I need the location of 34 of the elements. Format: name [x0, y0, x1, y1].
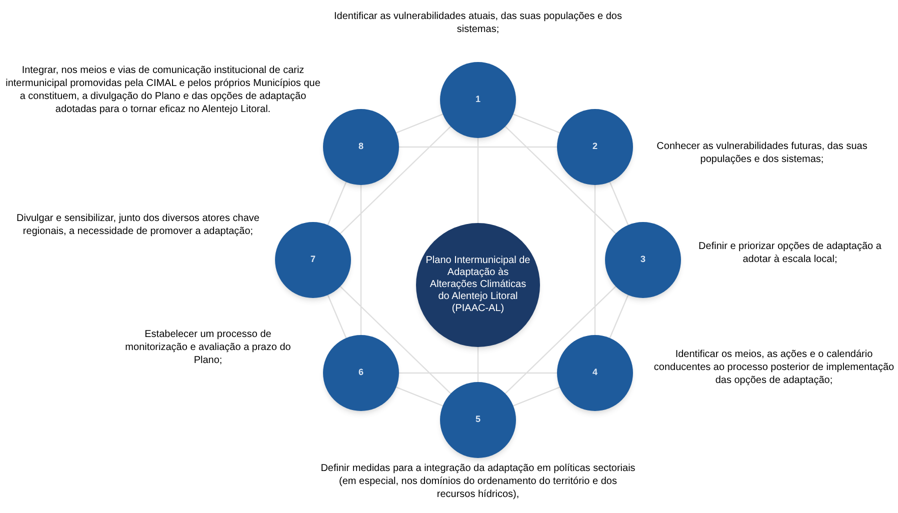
step-number: 8	[358, 140, 364, 154]
step-number: 2	[592, 140, 598, 154]
connector-line	[594, 185, 596, 335]
connector-line	[399, 372, 557, 374]
step-description: Identificar os meios, as ações e o calendário conducentes ao processo posterior de implementação das opções de adaptação;	[652, 348, 896, 387]
connector-line	[340, 126, 452, 234]
connector-line	[340, 286, 452, 394]
connector-line	[513, 386, 560, 406]
plan-title: Plano Intermunicipal de Adaptação às Alterações Climáticas do Alentejo Litoral (PIAAC-AL)	[424, 255, 532, 315]
connector-line	[396, 114, 443, 134]
step-description: Estabelecer um processo de monitorização e avaliação a prazo do Plano;	[124, 328, 292, 367]
connector-line	[327, 182, 347, 226]
step-description: Identificar as vulnerabilidades atuais, das suas populações e dos sistemas;	[333, 10, 623, 36]
connector-line	[396, 386, 443, 406]
connector-line	[477, 138, 479, 223]
connector-line	[609, 294, 629, 338]
step-number: 6	[358, 366, 364, 380]
step-number: 1	[475, 93, 480, 106]
step-description: Conhecer as vulnerabilidades futuras, das suas populações e dos sistemas;	[656, 140, 868, 166]
step-number: 7	[310, 253, 316, 266]
step-description: Definir e priorizar opções de adaptação a adotar à escala local;	[698, 240, 882, 266]
connector-line	[399, 146, 557, 148]
step-number: 3	[640, 253, 646, 266]
connector-line	[504, 126, 616, 234]
connector-line	[609, 182, 629, 226]
step-description: Divulgar e sensibilizar, junto dos diversos atores chave regionais, a necessidade de promover a adaptação;	[16, 212, 260, 238]
step-number: 4	[592, 366, 598, 380]
connector-line	[327, 294, 347, 338]
connector-line	[477, 347, 479, 382]
connector-line	[360, 185, 362, 335]
step-description: Integrar, nos meios e vias de comunicação institucional de cariz intermunicipal promovidas pela CIMAL e pelos próprios Municípios que a constituem, a divulgação do Plano e das opções de adaptação adotadas para o tornar eficaz no Alentejo Litoral.	[4, 64, 322, 116]
connector-line	[513, 114, 560, 134]
step-number: 5	[475, 413, 480, 426]
step-description: Definir medidas para a integração da adaptação em políticas sectoriais (em especial, nos domínios do ordenamento do território e dos recursos hídricos),	[320, 462, 636, 501]
